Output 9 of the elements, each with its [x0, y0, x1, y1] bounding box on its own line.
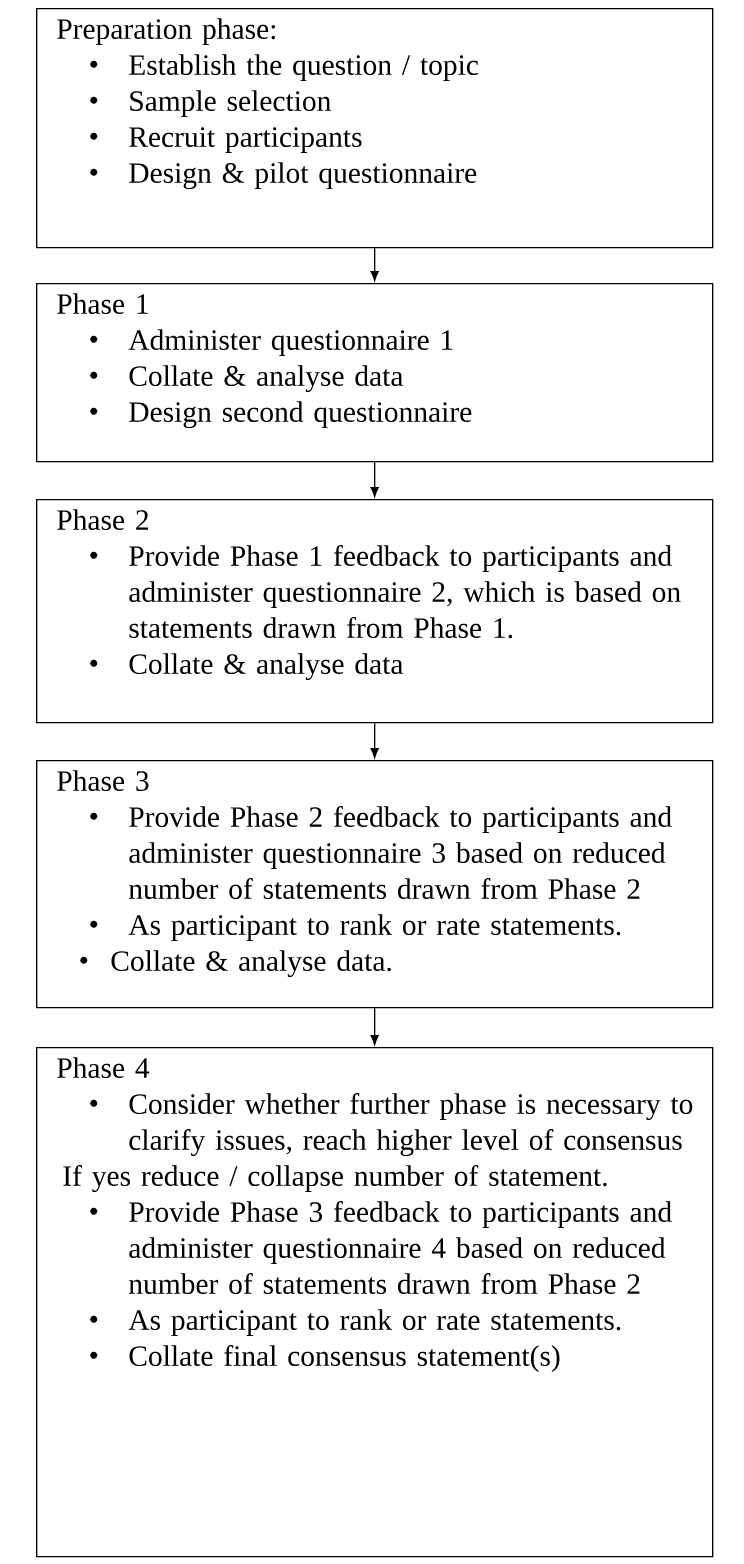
process-box: Preparation phase: Establish the question / topic Sample selection Recruit participants Design & pilot questionnaire: [36, 8, 714, 249]
process-box: Phase 2 Provide Phase 1 feedback to participants and administer questionnaire 2, which is based on statements drawn from Phase 1. Collate & analyse data: [36, 499, 714, 724]
process-box: Phase 4 Consider whether further phase is necessary to clarify issues, reach higher level of consensus If yes reduce / collapse number of statement. Provide Phase 3 feedback to participants and administer questionnaire 4 based on reduced number of statements drawn from Phase 2 As participant to rank or rate statements. Collate final consensus statement(s): [36, 1047, 714, 1558]
arrow: [370, 247, 379, 281]
arrow: [370, 461, 379, 498]
arrow: [370, 1007, 379, 1046]
process-box: Phase 3 Provide Phase 2 feedback to participants and administer questionnaire 3 based on reduced number of statements drawn from Phase 2 As participant to rank or rate statements. Collate & analyse data.: [36, 760, 714, 1009]
arrow: [370, 722, 379, 758]
process-box: Phase 1 Administer questionnaire 1 Collate & analyse data Design second questionnaire: [36, 283, 714, 463]
